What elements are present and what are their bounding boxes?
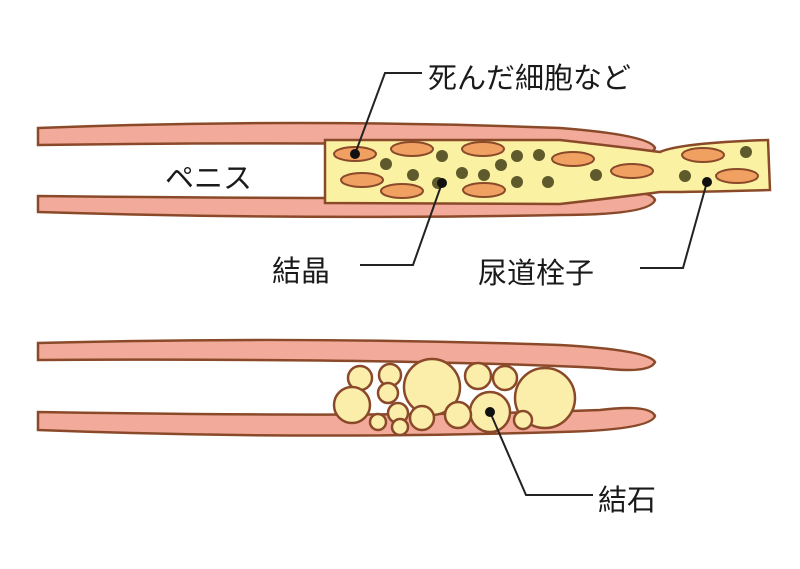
dead-cell-pointer-dot xyxy=(350,149,360,159)
label-crystals: 結晶 xyxy=(272,254,331,288)
stone-pointer-dot xyxy=(485,407,495,417)
leader-lines xyxy=(354,72,708,496)
dead-cells xyxy=(333,141,759,199)
stones xyxy=(332,357,577,437)
plug-pointer-dot xyxy=(702,177,712,187)
label-penis: ペニス xyxy=(165,161,253,195)
label-dead-cells: 死んだ細胞など xyxy=(428,61,632,95)
crystals xyxy=(380,146,752,189)
crystal-pointer-dot xyxy=(437,178,447,188)
upper-urethra-wall-bottom xyxy=(36,338,657,372)
label-stones: 結石 xyxy=(598,483,657,517)
label-urethral-plug: 尿道栓子 xyxy=(478,256,595,290)
